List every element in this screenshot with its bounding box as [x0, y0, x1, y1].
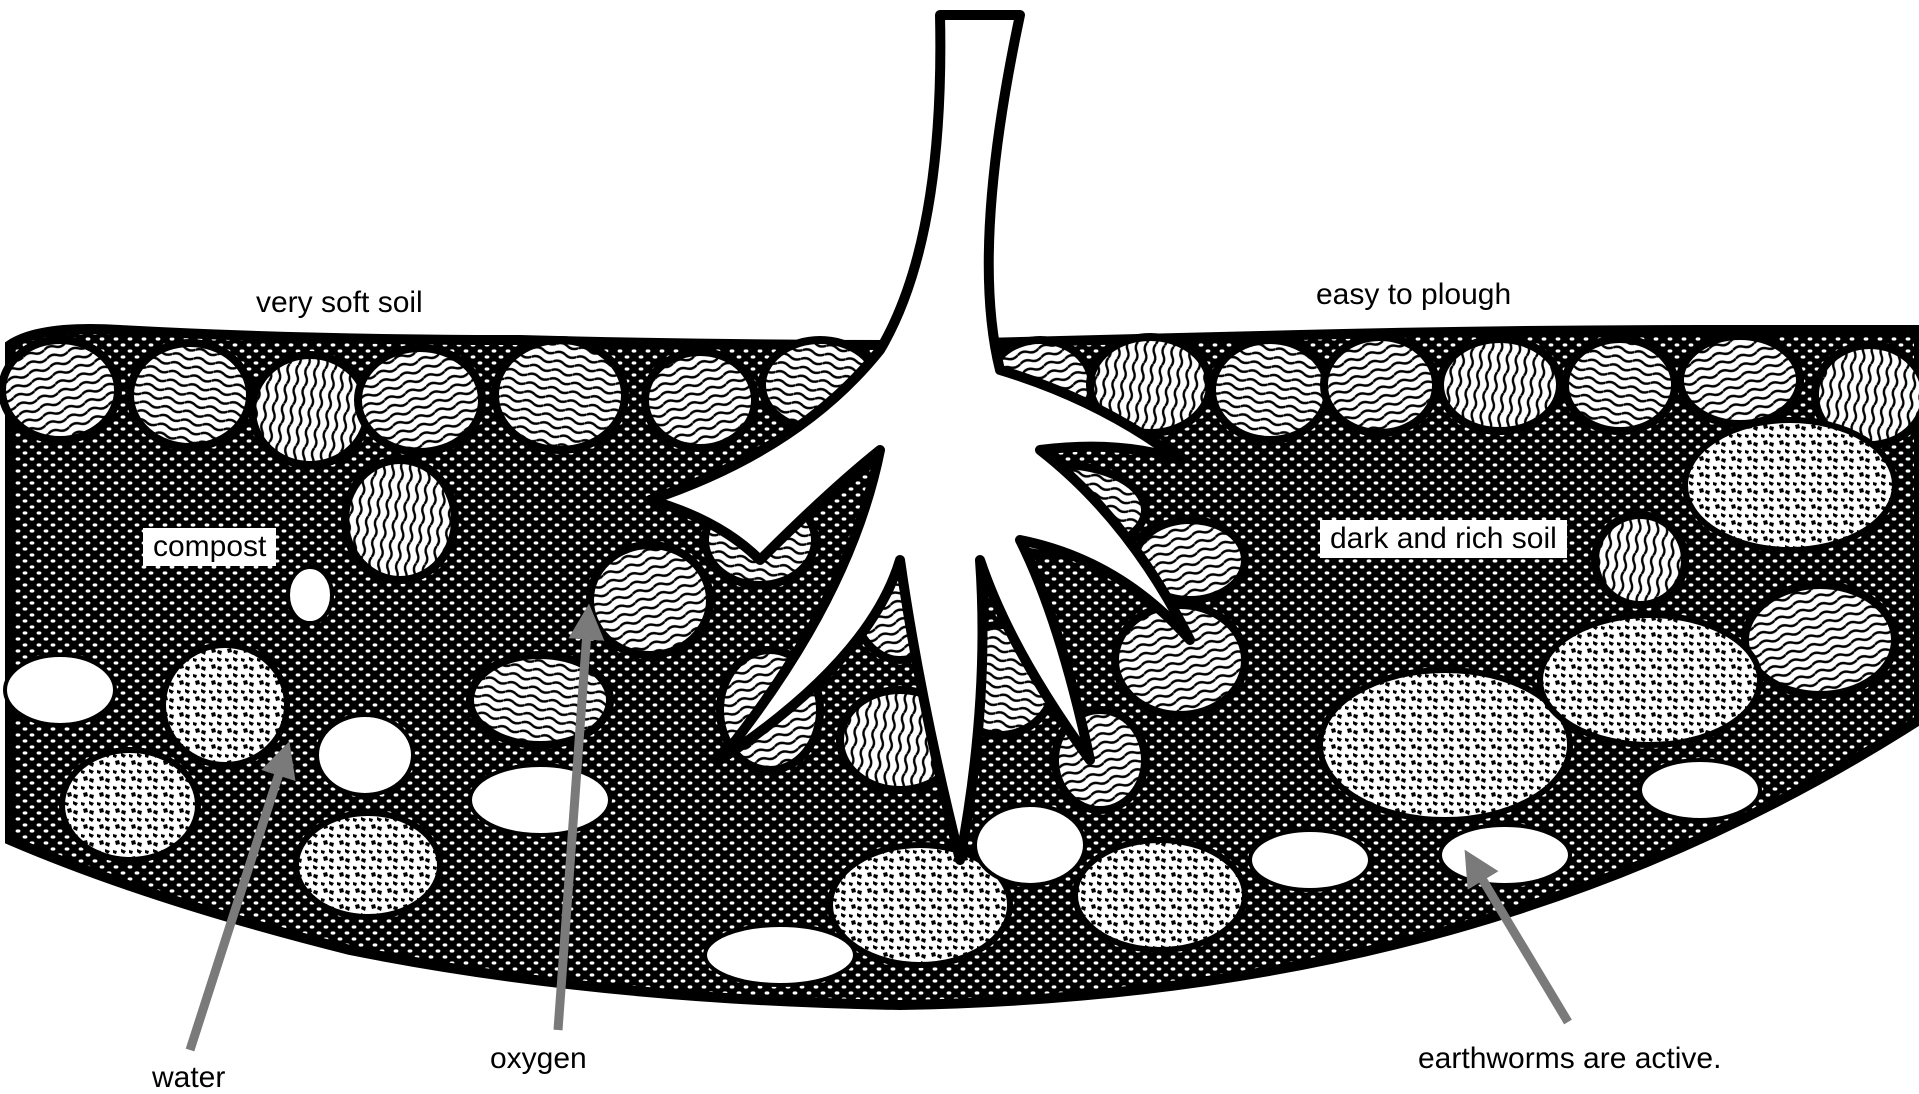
label-oxygen: oxygen	[490, 1044, 587, 1074]
label-earthworms-active: earthworms are active.	[1418, 1044, 1721, 1074]
label-dark-and-rich-soil: dark and rich soil	[1320, 520, 1567, 558]
label-compost: compost	[143, 528, 276, 566]
label-easy-to-plough: easy to plough	[1316, 280, 1511, 310]
label-water: water	[152, 1063, 225, 1093]
label-very-soft-soil: very soft soil	[256, 288, 423, 318]
